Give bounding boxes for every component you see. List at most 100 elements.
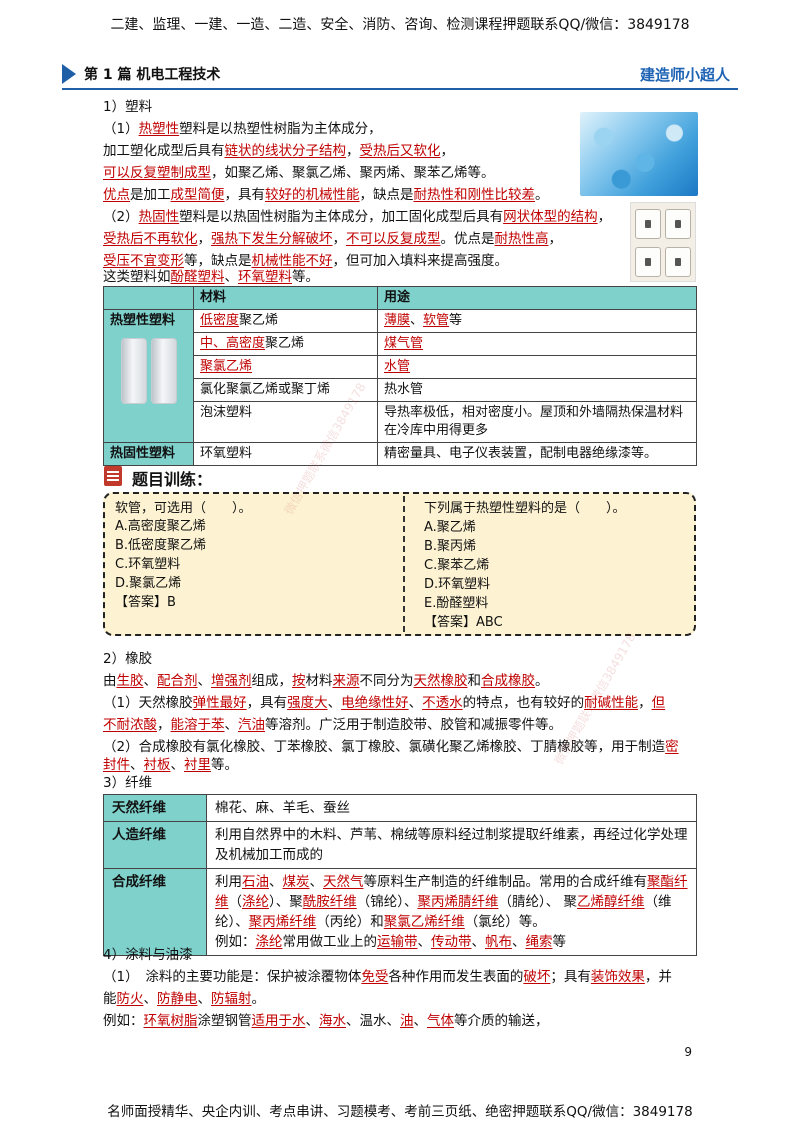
key-term: 酚醛塑料 xyxy=(170,269,225,285)
key-term: 聚酯纤维 xyxy=(215,874,688,910)
use-cell: 精密量具、电子仪表装置，配制电器绝缘漆等。 xyxy=(377,442,697,466)
text: ，具有 xyxy=(224,187,266,203)
table-row: 热塑性塑料 低密度聚乙烯 薄膜、软管等 xyxy=(103,309,697,443)
rubber-line-5: 封件、衬板、衬里等。 xyxy=(103,756,238,775)
right-answer: 【答案】ABC xyxy=(424,615,503,630)
text: （2）合成橡胶有氯化橡胶、丁苯橡胶、氯丁橡胶、氯磺化聚乙烯橡胶、丁腈橡胶等，用于… xyxy=(103,739,666,755)
text: ，具有 xyxy=(246,695,288,711)
left-answer: 【答案】B xyxy=(115,595,176,610)
table-row: 人造纤维 利用自然界中的木料、芦苇、棉绒等原料经过制浆提取纤维素，再经过化学处理… xyxy=(103,821,697,869)
text: 等介质的输送， xyxy=(454,1013,549,1029)
coating-line-3: 例如：环氧树脂涂塑钢管适用于水、海水、温水、油、气体等介质的输送， xyxy=(103,1012,549,1031)
text: ， xyxy=(638,695,652,711)
category-label: 热塑性塑料 xyxy=(110,313,176,328)
text: 这类塑料如 xyxy=(103,269,171,285)
thermoplastic-line-2: 加工塑化成型后具有链状的线状分子结构，受热后又软化， xyxy=(103,142,454,161)
text: ， xyxy=(597,209,612,225)
text: 等。 xyxy=(211,757,238,773)
text: 聚乙烯 xyxy=(265,336,305,351)
text: 各种作用而发生表面的 xyxy=(388,969,524,985)
key-term: 成型简便 xyxy=(170,187,225,203)
thermoset-line-3: 受压不宜变形等，缺点是机械性能不好，但可加入填料来提高强度。 xyxy=(103,252,508,271)
text: 由 xyxy=(103,673,117,689)
text: （丙纶）和 xyxy=(316,914,384,930)
key-term: 生胶 xyxy=(116,673,144,689)
key-term: 适用于水 xyxy=(251,1013,306,1029)
coating-heading: 4）涂料与油漆 xyxy=(103,947,193,963)
category-thermoset: 热固性塑料 xyxy=(103,442,194,466)
key-term: 汽油 xyxy=(238,717,265,733)
description-cell: 棉花、麻、羊毛、蚕丝 xyxy=(206,794,697,822)
key-term: 环氧树脂 xyxy=(143,1013,198,1029)
use-cell: 热水管 xyxy=(377,378,697,402)
table-row: 泡沫塑料 导热率极低，相对密度小。屋顶和外墙隔热保温材料在冷库中用得更多 xyxy=(104,401,697,443)
key-term: 密 xyxy=(665,739,679,755)
use-cell: 水管 xyxy=(377,355,697,379)
coating-line-1: （1） 涂料的主要功能是：保护被涂覆物体免受各种作用而发生表面的破坏；具有装饰效… xyxy=(103,968,672,987)
para-number: （1） xyxy=(103,121,139,137)
key-term: 热固性 xyxy=(138,209,180,225)
right-question: 下列属于热塑性塑料的是（ ）。 xyxy=(424,501,626,516)
key-term: 帆布 xyxy=(485,934,512,950)
right-option: C.聚苯乙烯 xyxy=(424,558,490,573)
chapter-title: 第 1 篇 机电工程技术 xyxy=(84,64,220,84)
text: 、 xyxy=(143,673,158,689)
key-term: 环氧塑料 xyxy=(238,269,292,285)
key-term: 装饰效果 xyxy=(590,969,645,985)
text: （维纶）、 xyxy=(215,894,672,930)
key-term: 石油 xyxy=(242,874,269,890)
material-cell: 聚氯乙烯 xyxy=(193,355,378,379)
table-row: 中、高密度聚乙烯 煤气管 xyxy=(104,332,697,356)
rubber-line-1: 由生胶、配合剂、增强剂组成，按材料来源不同分为天然橡胶和合成橡胶。 xyxy=(103,672,549,691)
para-number: （2） xyxy=(103,209,139,225)
text: 、 xyxy=(305,1013,320,1029)
key-term: 机械性能不好 xyxy=(251,253,333,269)
exercise-divider xyxy=(403,496,405,632)
key-term: 运输带 xyxy=(377,934,418,950)
key-term: 破坏 xyxy=(523,969,551,985)
text: 、 xyxy=(512,934,526,950)
left-option: D.聚氯乙烯 xyxy=(115,576,182,591)
rubber-line-3: 不耐浓酸，能溶于苯、汽油等溶剂。广泛用于制造胶带、胶管和减振零件等。 xyxy=(103,716,562,735)
text: 、 xyxy=(327,695,342,711)
key-term: 涤纶 xyxy=(242,894,269,910)
text: （1）天然橡胶 xyxy=(103,695,193,711)
key-term: 按 xyxy=(292,673,306,689)
plastic-pellets-image xyxy=(580,112,698,196)
key-term: 受热后又软化 xyxy=(359,143,441,159)
category-natural-fiber: 天然纤维 xyxy=(103,794,207,822)
key-term: 聚氯乙烯 xyxy=(200,359,253,374)
thermoplastic-line-3: 可以反复塑制成型，如聚乙烯、聚氯乙烯、聚丙烯、聚苯乙烯等。 xyxy=(103,164,495,183)
thermoplastic-line-1: （1）热塑性塑料是以热塑性树脂为主体成分， xyxy=(103,120,382,139)
key-term: 海水 xyxy=(319,1013,346,1029)
exercise-title: 题目训练： xyxy=(132,470,213,489)
coating-line-2: 能防火、防静电、防辐射。 xyxy=(103,990,265,1009)
category-man-made-fiber: 人造纤维 xyxy=(103,821,207,869)
rubber-line-4: （2）合成橡胶有氯化橡胶、丁苯橡胶、氯丁橡胶、氯磺化聚乙烯橡胶、丁腈橡胶等，用于… xyxy=(103,738,679,757)
text: 例如： xyxy=(103,1013,144,1029)
material-cell: 环氧塑料 xyxy=(193,442,378,466)
text: 、 xyxy=(170,757,185,773)
fiber-heading: 3）纤维 xyxy=(103,775,153,791)
text: 、 xyxy=(408,695,423,711)
key-term: 耐热性和刚性比较差 xyxy=(413,187,536,203)
top-banner: 二建、监理、一建、一造、二造、安全、消防、咨询、检测课程押题联系QQ/微信：38… xyxy=(110,17,690,33)
key-term: 防火 xyxy=(116,991,144,1007)
key-term: 防静电 xyxy=(157,991,198,1007)
electrical-sockets-image xyxy=(630,202,696,282)
text: 。优点是 xyxy=(440,231,495,247)
text: 利用 xyxy=(215,874,242,890)
text: ，如聚乙烯、聚氯乙烯、聚丙烯、聚苯乙烯等。 xyxy=(211,165,495,181)
chapter-marker-icon xyxy=(62,64,76,84)
key-term: 来源 xyxy=(332,673,360,689)
text: 聚乙烯 xyxy=(239,313,279,328)
plastic-film-rolls-image xyxy=(111,334,187,406)
category-thermoplastic: 热塑性塑料 xyxy=(103,309,194,443)
rubber-line-2: （1）天然橡胶弹性最好，具有强度大、电绝缘性好、不透水的特点，也有较好的耐碱性能… xyxy=(103,694,665,713)
text: 。 xyxy=(535,187,549,203)
key-term: 绳索 xyxy=(525,934,553,950)
text: 等原料生产制造的纤维制品。常用的合成纤维有 xyxy=(363,874,648,890)
key-term: 软管 xyxy=(423,313,450,328)
text: 、 xyxy=(309,874,324,890)
use-cell: 导热率极低，相对密度小。屋顶和外墙隔热保温材料在冷库中用得更多 xyxy=(377,401,697,443)
